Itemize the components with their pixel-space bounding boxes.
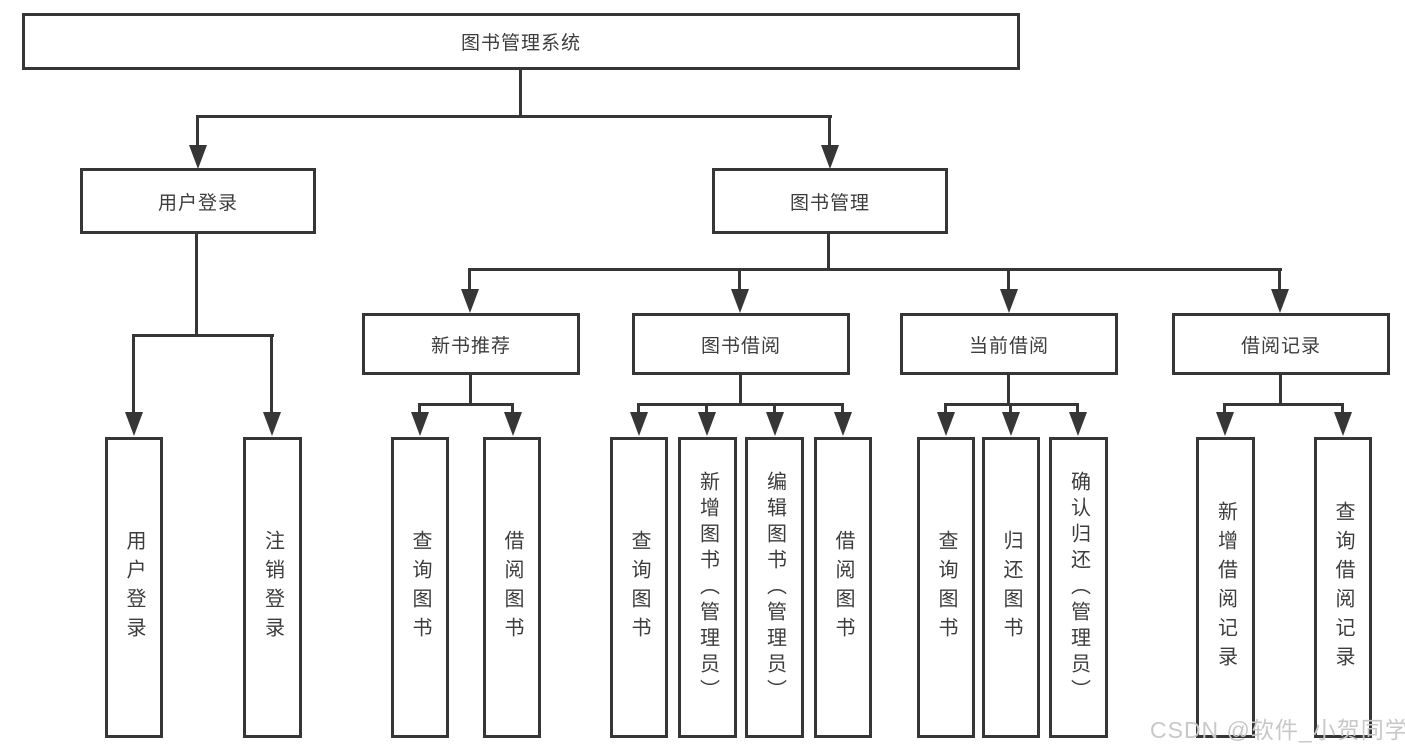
arrowhead-cb-confirm — [1069, 412, 1087, 436]
connector-records-drop-1 — [1223, 403, 1226, 415]
arrowhead-bb-borrow — [834, 412, 852, 436]
leaf-bb-add-books-admin: 新增图书（管理员） — [678, 437, 737, 738]
leaf-user-login-label: 用户登录 — [123, 529, 145, 646]
connector-bookborrow-drop-2 — [705, 403, 708, 415]
connector-currentborrow-drop-1 — [944, 403, 947, 415]
leaf-cb-query-books: 查询图书 — [917, 437, 975, 738]
connector-newbooks-drop-2 — [511, 403, 514, 415]
arrowhead-bb-query — [630, 412, 648, 436]
watermark-text: CSDN @软件_小贺同学 — [1150, 717, 1405, 743]
leaf-cb-return-books-label: 归还图书 — [1000, 529, 1022, 646]
connector-records-drop-2 — [1341, 403, 1344, 415]
leaf-nb-borrow-books: 借阅图书 — [483, 437, 541, 738]
connector-records-stem — [1279, 375, 1282, 406]
connector-bookborrow-drop-3 — [773, 403, 776, 415]
node-book-mgmt-label: 图书管理 — [789, 192, 870, 214]
connector-mgmt-drop-1 — [468, 268, 471, 292]
node-new-books-label: 新书推荐 — [430, 335, 511, 357]
arrowhead-new-books — [461, 289, 479, 313]
leaf-bb-borrow-books-label: 借阅图书 — [832, 529, 854, 646]
leaf-cb-return-books: 归还图书 — [982, 437, 1040, 738]
leaf-nb-query-books: 查询图书 — [391, 437, 449, 738]
leaf-cb-query-books-label: 查询图书 — [935, 529, 957, 646]
node-book-borrow-label: 图书借阅 — [700, 335, 781, 357]
connector-records-bar — [1223, 403, 1344, 406]
connector-root-drop-right — [828, 115, 831, 148]
arrowhead-leaf-logout — [263, 412, 281, 436]
leaf-nb-query-books-label: 查询图书 — [409, 529, 431, 646]
connector-bookborrow-bar — [637, 403, 844, 406]
connector-currentborrow-drop-2 — [1009, 403, 1012, 415]
connector-bookborrow-stem — [739, 375, 742, 406]
arrowhead-bb-edit — [766, 412, 784, 436]
leaf-bb-edit-books-admin: 编辑图书（管理员） — [745, 437, 804, 738]
connector-login-drop-2 — [270, 334, 273, 414]
node-root: 图书管理系统 — [22, 13, 1020, 70]
leaf-bb-add-books-admin-label: 新增图书（管理员） — [696, 470, 719, 705]
connector-newbooks-bar — [418, 403, 514, 406]
leaf-br-add-record: 新增借阅记录 — [1196, 437, 1255, 738]
arrowhead-nb-borrow — [504, 412, 522, 436]
leaf-logout-label: 注销登录 — [261, 529, 284, 646]
leaf-br-query-record: 查询借阅记录 — [1314, 437, 1372, 738]
connector-login-stem — [195, 233, 198, 337]
connector-mgmt-drop-3 — [1007, 268, 1010, 292]
leaf-user-login: 用户登录 — [105, 437, 163, 738]
node-user-login: 用户登录 — [80, 168, 316, 234]
connector-login-drop-1 — [132, 334, 135, 414]
node-root-label: 图书管理系统 — [460, 33, 581, 54]
leaf-logout: 注销登录 — [243, 437, 302, 738]
leaf-cb-confirm-return-admin-label: 确认归还（管理员） — [1067, 470, 1090, 705]
connector-mgmt-bar — [468, 268, 1282, 271]
node-user-login-label: 用户登录 — [157, 192, 238, 214]
leaf-bb-query-books-label: 查询图书 — [628, 529, 650, 646]
node-new-books: 新书推荐 — [362, 313, 580, 375]
node-borrow-records-label: 借阅记录 — [1240, 335, 1321, 357]
leaf-bb-borrow-books: 借阅图书 — [814, 437, 872, 738]
arrowhead-cb-query — [937, 412, 955, 436]
connector-root-bar — [197, 115, 832, 118]
connector-mgmt-drop-2 — [738, 268, 741, 292]
node-current-borrow-label: 当前借阅 — [968, 335, 1049, 357]
arrowhead-book-borrow — [731, 289, 749, 313]
arrowhead-user-login — [189, 145, 207, 169]
arrowhead-borrow-records — [1271, 289, 1289, 313]
node-book-mgmt: 图书管理 — [712, 168, 948, 234]
leaf-br-query-record-label: 查询借阅记录 — [1332, 500, 1354, 675]
arrowhead-leaf-login — [125, 412, 143, 436]
leaf-br-add-record-label: 新增借阅记录 — [1214, 500, 1237, 675]
connector-mgmt-drop-4 — [1278, 268, 1281, 292]
arrowhead-cb-return — [1002, 412, 1020, 436]
arrowhead-nb-query — [411, 412, 429, 436]
connector-bookborrow-drop-4 — [841, 403, 844, 415]
arrowhead-current-borrow — [1000, 289, 1018, 313]
leaf-bb-query-books: 查询图书 — [610, 437, 668, 738]
arrowhead-bb-add — [698, 412, 716, 436]
leaf-nb-borrow-books-label: 借阅图书 — [501, 529, 523, 646]
node-current-borrow: 当前借阅 — [900, 313, 1118, 375]
connector-newbooks-stem — [469, 375, 472, 406]
connector-bookborrow-drop-1 — [637, 403, 640, 415]
connector-root-stem — [519, 70, 522, 118]
connector-login-bar — [132, 334, 274, 337]
arrowhead-br-add — [1216, 412, 1234, 436]
connector-currentborrow-stem — [1007, 375, 1010, 406]
leaf-bb-edit-books-admin-label: 编辑图书（管理员） — [763, 470, 786, 705]
connector-root-drop-left — [196, 115, 199, 148]
node-borrow-records: 借阅记录 — [1172, 313, 1390, 375]
connector-mgmt-stem — [827, 233, 830, 271]
connector-currentborrow-drop-3 — [1076, 403, 1079, 415]
connector-newbooks-drop-1 — [418, 403, 421, 415]
node-book-borrow: 图书借阅 — [632, 313, 850, 375]
arrowhead-br-query — [1334, 412, 1352, 436]
leaf-cb-confirm-return-admin: 确认归还（管理员） — [1049, 437, 1108, 738]
arrowhead-book-mgmt — [821, 145, 839, 169]
